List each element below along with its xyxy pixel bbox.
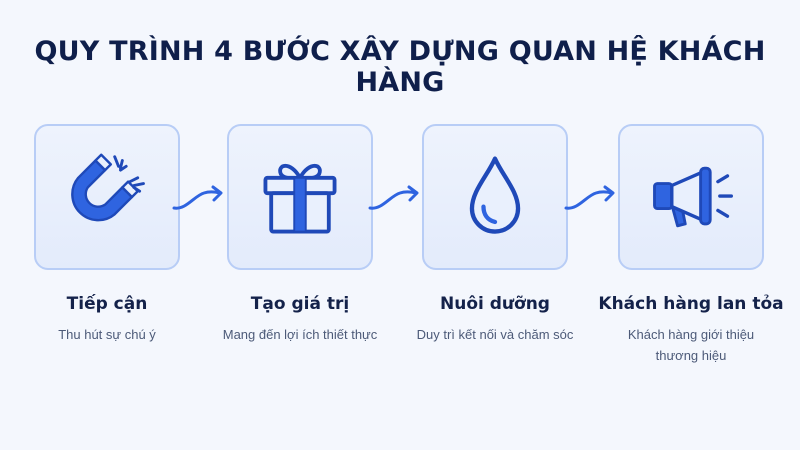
step-title: Nuôi dưỡng: [440, 294, 550, 314]
step-icon-box: [34, 124, 180, 270]
page-title: QUY TRÌNH 4 BƯỚC XÂY DỰNG QUAN HỆ KHÁCH …: [34, 36, 766, 98]
megaphone-icon: [653, 166, 733, 228]
arrow-right-icon: [564, 185, 615, 210]
gift-icon: [263, 163, 337, 234]
step-title: Tiếp cận: [66, 294, 148, 314]
arrow-right-icon: [368, 185, 419, 210]
step-referral: Khách hàng lan tỏa Khách hàng giới thiệu…: [596, 124, 786, 366]
step-description: Thu hút sự chú ý: [58, 327, 156, 342]
step-nurture: Nuôi dưỡng Duy trì kết nối và chăm sóc: [400, 124, 590, 345]
step-description: Duy trì kết nối và chăm sóc: [416, 327, 574, 342]
step-approach: Tiếp cận Thu hút sự chú ý: [12, 124, 202, 345]
step-icon-box: [422, 124, 568, 270]
step-create-value: Tạo giá trị Mang đến lợi ích thiết thực: [205, 124, 395, 345]
step-icon-box: [227, 124, 373, 270]
step-icon-box: [618, 124, 764, 270]
arrow-right-icon: [172, 185, 223, 210]
step-title: Tạo giá trị: [250, 294, 350, 314]
step-description: Khách hàng giới thiệu thương hiệu: [627, 327, 755, 363]
step-title: Khách hàng lan tỏa: [598, 294, 784, 314]
magnet-icon: [71, 153, 145, 222]
step-description: Mang đến lợi ích thiết thực: [222, 327, 378, 342]
water-drop-icon: [469, 156, 521, 234]
